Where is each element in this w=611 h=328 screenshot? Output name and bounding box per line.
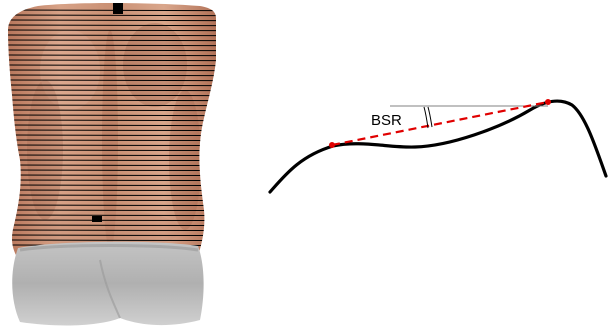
contour-line bbox=[0, 200, 230, 201]
contour-line bbox=[0, 205, 230, 206]
contour-line bbox=[0, 140, 230, 141]
contour-line bbox=[0, 120, 230, 121]
contour-line bbox=[0, 40, 230, 41]
right-endpoint-marker bbox=[545, 99, 551, 105]
contour-line bbox=[0, 115, 230, 116]
left-endpoint-marker bbox=[329, 142, 335, 148]
contour-line bbox=[0, 135, 230, 136]
contour-line bbox=[0, 15, 230, 16]
shorts bbox=[12, 242, 203, 326]
contour-line bbox=[0, 190, 230, 191]
contour-line bbox=[0, 60, 230, 61]
bsr-angle-arc-inner bbox=[424, 107, 428, 128]
contour-line bbox=[0, 70, 230, 71]
contour-line bbox=[0, 155, 230, 156]
contour-line bbox=[0, 20, 230, 21]
contour-line bbox=[0, 100, 230, 101]
contour-line bbox=[0, 215, 230, 216]
contour-line bbox=[0, 90, 230, 91]
contour-line bbox=[0, 235, 230, 236]
contour-line bbox=[0, 230, 230, 231]
contour-line bbox=[0, 110, 230, 111]
contour-line bbox=[0, 55, 230, 56]
profile-curve bbox=[270, 101, 606, 192]
contour-line bbox=[0, 195, 230, 196]
contour-line bbox=[0, 105, 230, 106]
contour-line bbox=[0, 30, 230, 31]
lower-marker bbox=[92, 216, 102, 222]
contour-line bbox=[0, 85, 230, 86]
contour-line bbox=[0, 150, 230, 151]
contour-line bbox=[0, 220, 230, 221]
contour-line bbox=[0, 225, 230, 226]
contour-line bbox=[0, 45, 230, 46]
contour-line bbox=[0, 210, 230, 211]
contour-line bbox=[0, 145, 230, 146]
torso-scan-panel bbox=[0, 3, 230, 325]
contour-line bbox=[0, 240, 230, 241]
profile-panel: BSR bbox=[270, 99, 606, 192]
contour-line bbox=[0, 75, 230, 76]
contour-line bbox=[0, 50, 230, 51]
contour-line bbox=[0, 125, 230, 126]
contour-line bbox=[0, 25, 230, 26]
contour-line bbox=[0, 175, 230, 176]
contour-line bbox=[0, 185, 230, 186]
bsr-angle-arc-outer bbox=[428, 107, 432, 127]
contour-line bbox=[0, 80, 230, 81]
upper-marker bbox=[113, 3, 123, 14]
bsr-chord-line bbox=[332, 102, 548, 145]
contour-line bbox=[0, 130, 230, 131]
contour-line bbox=[0, 65, 230, 66]
contour-line bbox=[0, 160, 230, 161]
contour-line bbox=[0, 170, 230, 171]
contour-line bbox=[0, 165, 230, 166]
contour-line bbox=[0, 95, 230, 96]
contour-line bbox=[0, 180, 230, 181]
bsr-label: BSR bbox=[371, 112, 402, 129]
contour-line bbox=[0, 35, 230, 36]
